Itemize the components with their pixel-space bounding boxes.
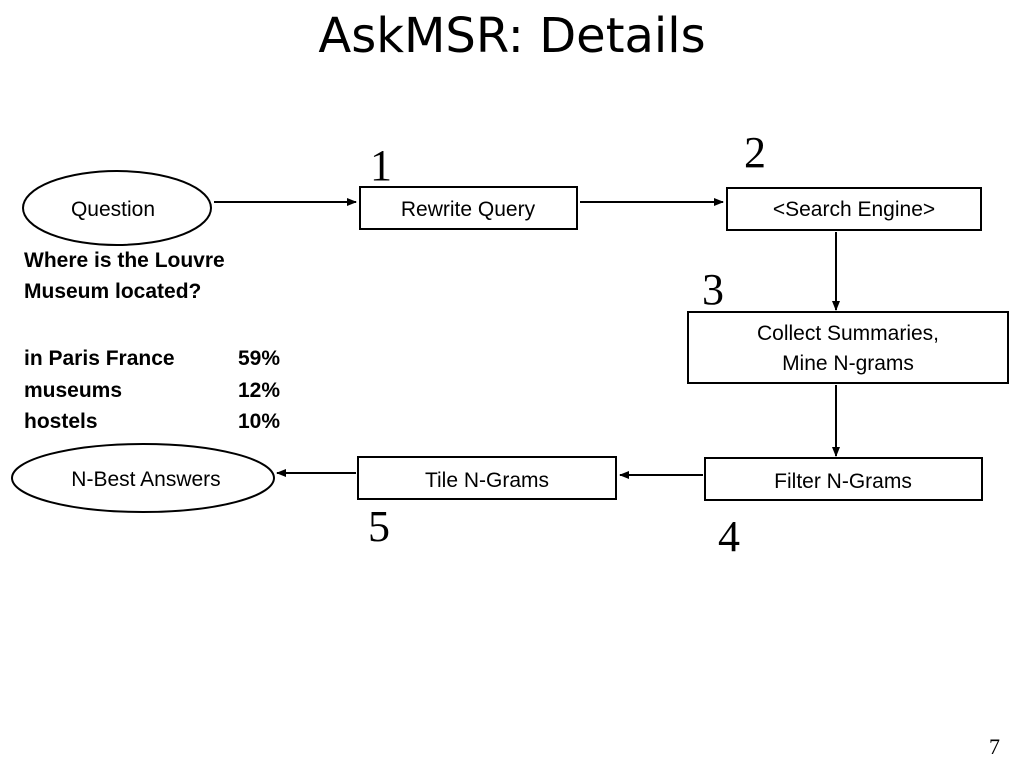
rewrite-query-label: Rewrite Query: [401, 198, 536, 221]
answer-row: in Paris France 59%: [24, 343, 280, 374]
step-number-1: 1: [370, 141, 392, 190]
question-node: Question: [22, 170, 212, 246]
example-question-line1: Where is the Louvre: [24, 249, 225, 272]
answer-score: 10%: [237, 410, 280, 433]
search-engine-node: <Search Engine>: [726, 187, 982, 231]
question-label: Question: [71, 198, 155, 221]
page-number: 7: [989, 734, 1000, 759]
answer-row: museums 12%: [24, 375, 280, 406]
step-number-3: 3: [702, 265, 724, 314]
answer-text: museums: [24, 379, 123, 402]
step-number-5: 5: [368, 502, 390, 551]
nbest-answers-label: N-Best Answers: [71, 468, 220, 491]
rewrite-query-node: Rewrite Query: [359, 186, 578, 230]
nbest-answers-node: N-Best Answers: [11, 443, 275, 513]
collect-summaries-label-line1: Collect Summaries,: [757, 322, 939, 345]
collect-summaries-label-line2: Mine N-grams: [782, 352, 914, 375]
step-number-4: 4: [718, 512, 740, 561]
answer-score: 59%: [237, 347, 280, 370]
example-question: Where is the Louvre Museum located?: [24, 245, 225, 307]
example-question-line2: Museum located?: [24, 280, 202, 303]
answer-row: hostels 10%: [24, 406, 280, 437]
slide-title: AskMSR: Details: [318, 8, 706, 64]
step-number-2: 2: [744, 128, 766, 177]
answer-text: in Paris France: [24, 347, 175, 370]
filter-ngrams-node: Filter N-Grams: [704, 457, 983, 501]
collect-summaries-node: Collect Summaries, Mine N-grams: [687, 311, 1009, 384]
search-engine-label: <Search Engine>: [773, 198, 935, 221]
filter-ngrams-label: Filter N-Grams: [774, 470, 912, 493]
tile-ngrams-label: Tile N-Grams: [425, 469, 549, 492]
answer-text: hostels: [24, 410, 98, 433]
answer-score: 12%: [237, 379, 280, 402]
tile-ngrams-node: Tile N-Grams: [357, 456, 617, 500]
